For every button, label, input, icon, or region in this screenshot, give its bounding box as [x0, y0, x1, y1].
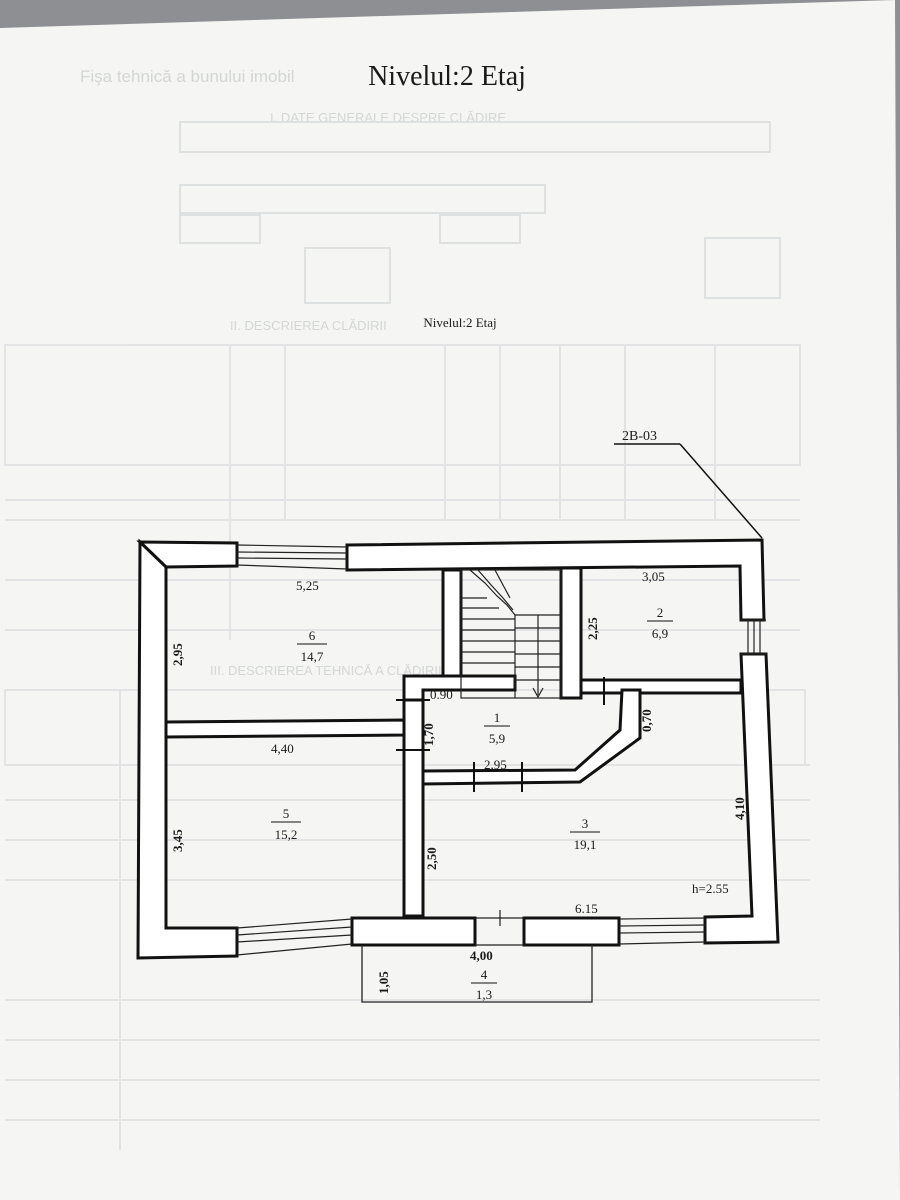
wall-bottom-mid-right — [522, 916, 621, 947]
balcony-outline — [361, 945, 593, 1003]
background-form-ghost: Fişa tehnică a bunului imobil I. DATE GE… — [4, 67, 820, 1150]
room-labels: 6 14,7 2 6,9 1 5,9 5 15,2 3 19,1 4 1,3 — [271, 605, 673, 1002]
dim-3-45: 3,45 — [170, 829, 185, 852]
room-label-4: 4 1,3 — [471, 967, 497, 1002]
room-label-3: 3 19,1 — [570, 816, 600, 852]
svg-text:1,3: 1,3 — [476, 987, 492, 1002]
svg-text:5: 5 — [283, 806, 290, 821]
page-title: Nivelul:2 Etaj — [368, 61, 526, 92]
wall-room5-room6 — [164, 718, 407, 739]
plan-subtitle: Nivelul:2 Etaj — [423, 315, 496, 330]
dim-0-90: 0.90 — [430, 687, 453, 702]
room-label-1: 1 5,9 — [484, 710, 510, 746]
marker-label: 2B-03 — [622, 429, 657, 444]
door-opening-bottom — [475, 910, 524, 946]
svg-text:2: 2 — [657, 605, 664, 620]
window-right — [741, 619, 766, 655]
svg-text:6,9: 6,9 — [652, 626, 668, 641]
dim-2-25: 2,25 — [585, 617, 600, 640]
dim-4-40: 4,40 — [271, 741, 294, 756]
dim-6-15: 6.15 — [575, 901, 598, 916]
marker-leader: 2B-03 — [614, 429, 763, 539]
svg-text:19,1: 19,1 — [574, 837, 597, 852]
dim-1-70: 1,70 — [421, 723, 436, 746]
svg-text:1: 1 — [494, 710, 501, 725]
dim-4-10: 4,10 — [732, 797, 747, 820]
ghost-line-1: Fişa tehnică a bunului imobil — [80, 67, 295, 86]
svg-text:6: 6 — [309, 628, 316, 643]
window-bottom-right — [618, 917, 706, 945]
svg-text:14,7: 14,7 — [301, 649, 324, 664]
ghost-line-4: III. DESCRIEREA TEHNICĂ A CLĂDIRII — [210, 663, 442, 678]
wall-bottom-mid-left — [350, 916, 477, 947]
svg-text:4: 4 — [481, 967, 488, 982]
svg-text:3: 3 — [582, 816, 589, 831]
dim-5-25: 5,25 — [296, 578, 319, 593]
wall-room6-east — [441, 568, 463, 692]
floor-plan — [136, 538, 780, 1003]
svg-text:15,2: 15,2 — [275, 827, 298, 842]
svg-text:5,9: 5,9 — [489, 731, 505, 746]
dim-2-50: 2,50 — [424, 847, 439, 870]
dimension-labels: 5,25 3,05 4,40 0.90 2,95 6.15 4,00 h=2.5… — [170, 569, 747, 994]
dim-1-05: 1,05 — [376, 971, 391, 994]
room-label-5: 5 15,2 — [271, 806, 301, 842]
wall-corridor-west — [402, 674, 425, 918]
window-top — [236, 544, 348, 570]
wall-room2-west — [559, 566, 583, 700]
room-label-2: 2 6,9 — [647, 605, 673, 641]
dim-2-95-mid: 2,95 — [484, 757, 507, 772]
room-label-6: 6 14,7 — [297, 628, 327, 664]
dim-4-00: 4,00 — [470, 948, 493, 963]
dim-2-95-left: 2,95 — [170, 643, 185, 666]
wall-room1-room3 — [421, 688, 642, 786]
staircase — [460, 569, 562, 699]
dim-3-05: 3,05 — [642, 569, 665, 584]
window-bottom-left — [236, 918, 353, 956]
dim-0-70: 0,70 — [639, 709, 654, 732]
height-note: h=2.55 — [692, 881, 729, 896]
ghost-line-3: II. DESCRIEREA CLĂDIRII — [230, 318, 387, 333]
